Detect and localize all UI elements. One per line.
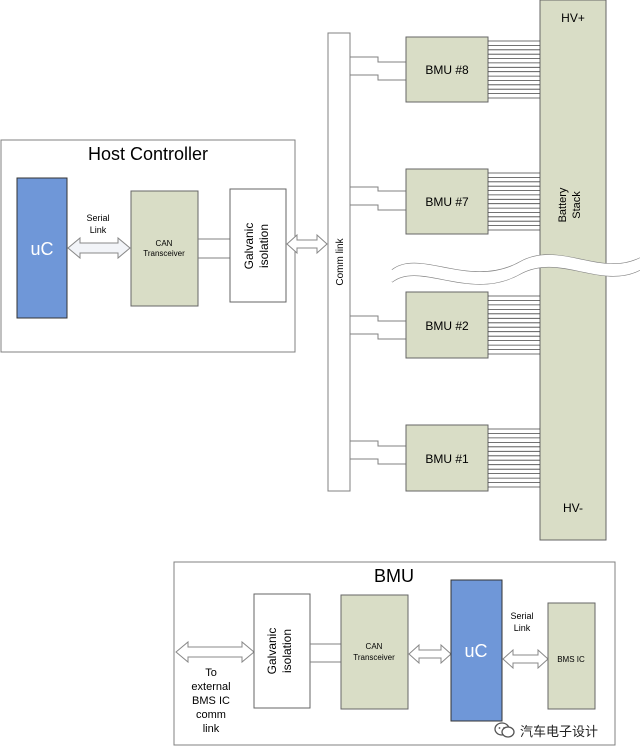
host-serial-link-label-1: Serial (86, 213, 109, 223)
host-comm-link-arrow (286, 233, 328, 255)
external-label-3: BMS IC (192, 695, 230, 707)
external-label-4: comm (196, 709, 226, 721)
host-galvanic-label-1: Galvanic (242, 223, 256, 270)
bmu-can-transceiver-box (340, 594, 409, 710)
bmu-galvanic-isolation-box (253, 593, 311, 709)
host-can-label-2: Transceiver (143, 249, 185, 258)
host-serial-link-arrow (67, 236, 131, 260)
bmu-2-box (405, 291, 489, 359)
battery-label-1: Battery (557, 187, 569, 222)
watermark-text: 汽车电子设计 (520, 724, 599, 740)
bmu-8-box (405, 36, 489, 103)
comm-link-label: Comm link (335, 237, 346, 285)
host-controller-title: Host Controller (88, 144, 208, 164)
bmu-serial-link-label-1: Serial (510, 611, 533, 621)
bmu-2-label: BMU #2 (425, 319, 469, 333)
bmu-serial-link-arrow (502, 648, 549, 670)
battery-label-2: Stack (571, 191, 583, 219)
bmu-galvanic-label-2: isolation (280, 629, 294, 673)
cell-sense-wires (488, 40, 540, 488)
bms-ic-box (547, 602, 596, 710)
bmu-1-label: BMU #1 (425, 452, 469, 466)
host-uc-label: uC (30, 239, 53, 259)
bmu-detail-title: BMU (374, 566, 414, 586)
bmu-galvanic-label-1: Galvanic (265, 628, 279, 675)
external-label-2: external (191, 681, 230, 693)
external-link-arrow (175, 640, 255, 664)
host-can-label-1: CAN (156, 239, 173, 248)
bmu-can-uc-arrow (408, 643, 452, 665)
bmu-can-label-2: Transceiver (353, 653, 395, 662)
comm-link-branches (350, 56, 406, 465)
host-uc-box (16, 177, 68, 319)
bmu-can-label-1: CAN (366, 642, 383, 651)
host-can-transceiver-box (130, 190, 199, 307)
bmu-7-box (405, 168, 489, 235)
break-gap (392, 254, 640, 285)
bmu-1-box (405, 424, 489, 492)
external-label-5: link (203, 723, 220, 735)
external-label-1: To (205, 667, 217, 679)
hv-minus-label: HV- (563, 501, 583, 515)
bmu-uc-label: uC (464, 641, 487, 661)
host-galvanic-isolation-box (229, 188, 287, 303)
host-serial-link-label-2: Link (90, 225, 107, 235)
bms-ic-label: BMS IC (557, 655, 585, 664)
bmu-uc-box (450, 579, 503, 722)
wechat-icon (494, 722, 515, 738)
comm-link-bar (327, 32, 351, 492)
host-galvanic-label-2: isolation (257, 224, 271, 268)
bmu-detail-frame (173, 561, 616, 746)
watermark: 汽车电子设计 (494, 715, 634, 745)
bmu-8-label: BMU #8 (425, 63, 469, 77)
bmu-7-label: BMU #7 (425, 195, 469, 209)
bmu-serial-link-label-2: Link (514, 623, 531, 633)
hv-plus-label: HV+ (561, 11, 585, 25)
